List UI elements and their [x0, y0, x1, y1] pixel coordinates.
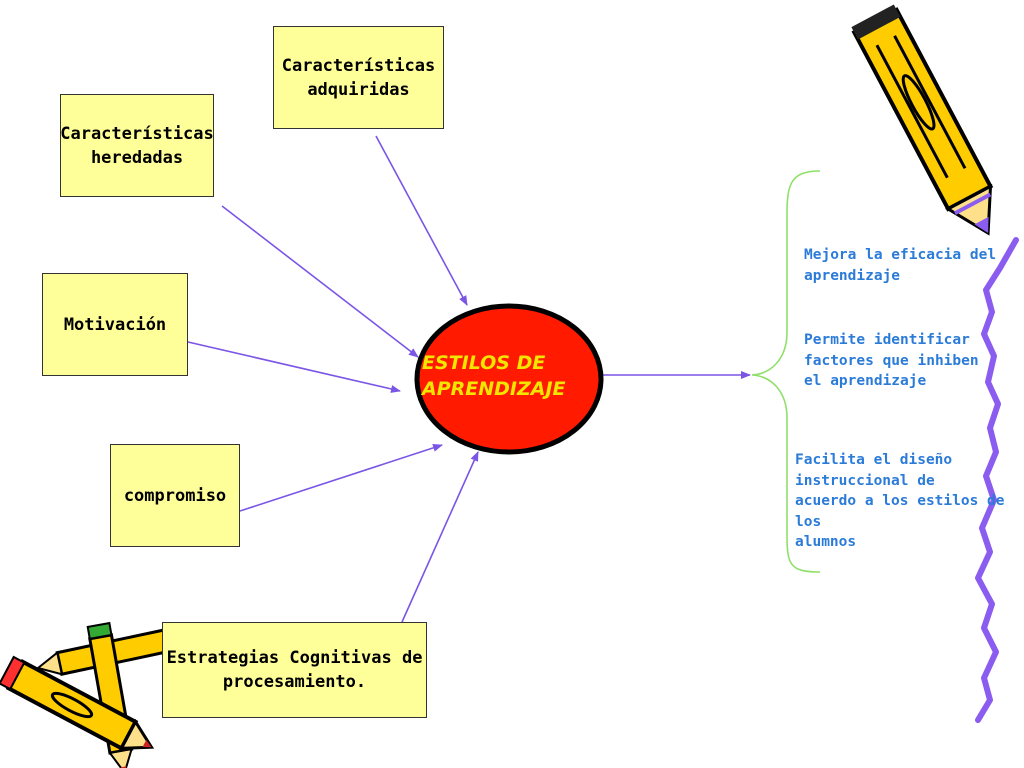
box-caracteristicas-heredadas: Características heredadas: [60, 94, 214, 197]
box-caracteristicas-adquiridas: Características adquiridas: [273, 26, 444, 129]
arrow-adquiridas: [375, 135, 468, 306]
arrow-motivacion: [187, 341, 401, 393]
arrow-estrategias: [401, 451, 479, 623]
crossed-pencils-icon: [0, 621, 172, 768]
benefit-identificar-factores: Permite identificar factores que inhiben…: [804, 332, 979, 389]
arrow-compromiso: [239, 443, 443, 512]
torn-edge: [975, 237, 1019, 723]
center-node-label: ESTILOS DE APRENDIZAJE: [422, 352, 566, 400]
box-estrategias-cognitivas: Estrategias Cognitivas de procesamiento.: [162, 622, 427, 718]
pencil-icon: [851, 4, 994, 236]
box-compromiso: compromiso: [110, 444, 240, 547]
benefit-diseno-instruccional: Facilita el diseño instruccional de acue…: [795, 452, 1005, 550]
benefit-eficacia: Mejora la eficacia del aprendizaje: [804, 247, 997, 284]
center-ellipse: [414, 303, 604, 455]
arrow-heredadas: [221, 205, 419, 358]
box-motivacion: Motivación: [42, 273, 188, 376]
curly-brace: [751, 170, 821, 573]
